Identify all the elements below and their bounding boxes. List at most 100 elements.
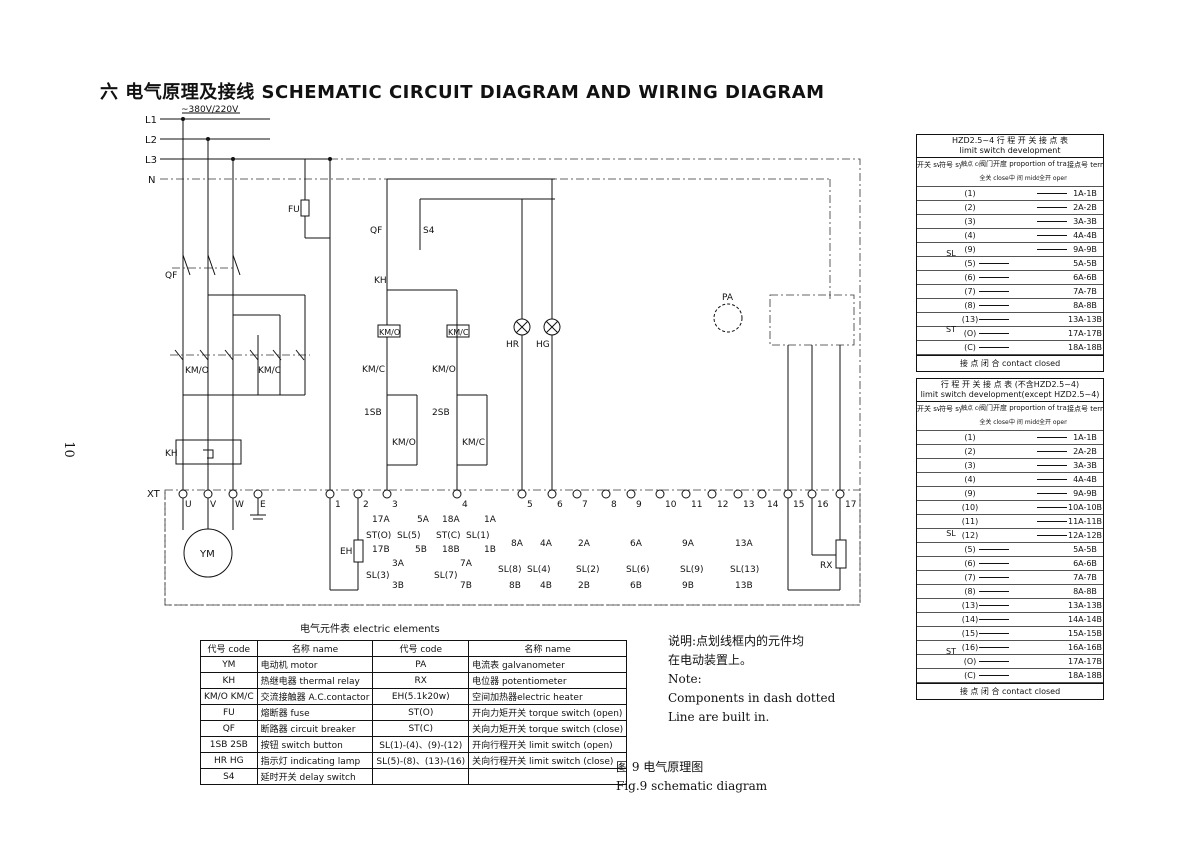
svg-text:SL(7): SL(7): [434, 571, 457, 581]
svg-text:9A: 9A: [682, 539, 695, 549]
svg-text:SL(9): SL(9): [680, 565, 703, 575]
contact-closed-bar: [979, 563, 1009, 564]
contact-closed-bar: [979, 347, 1009, 348]
rx-label: RX: [820, 561, 832, 571]
contact-closed-bar: [1037, 465, 1067, 466]
terminal-number: 4: [462, 500, 468, 510]
contact-closed-bar: [1037, 493, 1067, 494]
terminal-number: 12: [717, 500, 728, 510]
kmc-coil-label: KM/C: [448, 328, 469, 337]
svg-text:7B: 7B: [460, 581, 472, 591]
contact-closed-bar: [1037, 193, 1067, 194]
ym-label: YM: [199, 549, 215, 560]
contact-closed-bar: [979, 577, 1009, 578]
contact-closed-bar: [1037, 235, 1067, 236]
contact-closed-bar: [979, 675, 1009, 676]
page-heading: 六 电气原理及接线 SCHEMATIC CIRCUIT DIAGRAM AND …: [100, 82, 825, 103]
limit-switch-row: (16)16A-16B: [917, 641, 1103, 655]
control-circuit: QF S4 KH KM/O KM/C KM/C KM/O 1SB 2SB KM/…: [328, 157, 855, 591]
terminal-number: 9: [636, 500, 642, 510]
terminal-number: 13: [743, 500, 754, 510]
kmc-hold-label: KM/C: [462, 438, 485, 448]
eh-label: EH: [340, 547, 352, 557]
limit-switch-row: (6)6A-6B: [917, 557, 1103, 571]
terminal-number: 6: [557, 500, 563, 510]
contact-closed-bar: [979, 263, 1009, 264]
svg-text:17B: 17B: [372, 545, 390, 555]
limit-switch-row: (4)4A-4B: [917, 229, 1103, 243]
terminal-14: [757, 489, 767, 499]
contact-closed-bar: [1037, 207, 1067, 208]
contact-closed-bar: [1037, 535, 1067, 536]
contact-closed-bar: [979, 633, 1009, 634]
svg-text:3B: 3B: [392, 581, 404, 591]
pa-label: PA: [722, 293, 734, 303]
svg-text:SL(13): SL(13): [730, 565, 759, 575]
limit-switch-row: (12)12A-12B: [917, 529, 1103, 543]
limit-switch-row: (9)9A-9B: [917, 487, 1103, 501]
line-l3: L3: [145, 155, 157, 166]
hg-label: HG: [536, 340, 550, 350]
limit-switch-row: (10)10A-10B: [917, 501, 1103, 515]
limit-switch-row: (3)3A-3B: [917, 459, 1103, 473]
terminal-number: 11: [691, 500, 702, 510]
kh-main-label: KH: [165, 449, 178, 459]
limit-switch-row: (6)6A-6B: [917, 271, 1103, 285]
terminal-e: E: [260, 500, 266, 510]
svg-text:SL(6): SL(6): [626, 565, 649, 575]
contact-closed-bar: [979, 305, 1009, 306]
contact-closed-bar: [979, 619, 1009, 620]
contact-closed-bar: [979, 647, 1009, 648]
kmo-coil-label: KM/O: [379, 328, 400, 337]
terminal-u: U: [185, 500, 192, 510]
limit-switch-row: (13)13A-13B: [917, 599, 1103, 613]
supply-voltage: ~380V/220V: [181, 105, 239, 115]
kmo-nc-label: KM/O: [432, 365, 456, 375]
contact-closed-bar: [979, 549, 1009, 550]
svg-text:8B: 8B: [509, 581, 521, 591]
kmc-nc-label: KM/C: [362, 365, 385, 375]
hr-label: HR: [506, 340, 519, 350]
terminal-12: [707, 489, 717, 499]
sb2-label: 2SB: [432, 408, 450, 418]
terminal-6: [547, 489, 557, 499]
km-c-main-label: KM/C: [258, 366, 281, 376]
svg-text:13B: 13B: [735, 581, 753, 591]
svg-text:SL(2): SL(2): [576, 565, 599, 575]
line-l1: L1: [145, 115, 157, 126]
terminal-number: 2: [363, 500, 369, 510]
svg-text:5A: 5A: [417, 515, 430, 525]
xt-label: XT: [147, 489, 161, 500]
terminal-number: 5: [527, 500, 533, 510]
contact-closed-bar: [979, 661, 1009, 662]
svg-text:4A: 4A: [540, 539, 553, 549]
contact-closed-bar: [979, 591, 1009, 592]
terminal-number: 3: [392, 500, 398, 510]
symbol-sl: SL: [946, 249, 956, 258]
symbol-sl: SL: [946, 529, 956, 538]
fu-label: FU: [288, 205, 300, 215]
svg-text:3A: 3A: [392, 559, 405, 569]
svg-text:7A: 7A: [460, 559, 473, 569]
contact-closed-bar: [979, 333, 1009, 334]
limit-switch-row: (2)2A-2B: [917, 201, 1103, 215]
limit-switch-row: (C)18A-18B: [917, 341, 1103, 355]
limit-switch-row: (13)13A-13B: [917, 313, 1103, 327]
terminal-number: 7: [582, 500, 588, 510]
terminal-number: 10: [665, 500, 677, 510]
contact-closed-bar: [1037, 451, 1067, 452]
terminal-4: [452, 489, 462, 499]
limit-switch-row: (3)3A-3B: [917, 215, 1103, 229]
limit-switch-row: (15)15A-15B: [917, 627, 1103, 641]
terminal-v: V: [210, 500, 217, 510]
contact-closed-bar: [979, 291, 1009, 292]
terminal-10: [655, 489, 665, 499]
terminal-number: 8: [611, 500, 617, 510]
svg-text:2B: 2B: [578, 581, 590, 591]
